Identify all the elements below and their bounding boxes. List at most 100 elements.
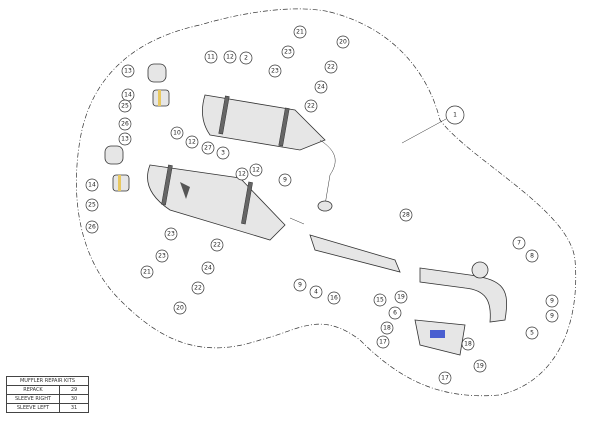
- callout-20: 20: [336, 35, 350, 49]
- callout-number: 12: [238, 171, 246, 178]
- callout-number: 9: [298, 282, 302, 289]
- callout-number: 12: [252, 167, 260, 174]
- callout-circle: [525, 249, 539, 263]
- callout-12: 12: [185, 135, 199, 149]
- callout-circle: [170, 126, 184, 140]
- callout-number: 12: [188, 139, 196, 146]
- assembly-boundary: [76, 8, 577, 397]
- callout-circle: [399, 208, 413, 222]
- callout-circle: [281, 45, 295, 59]
- callout-14: 14: [85, 178, 99, 192]
- callout-number: 6: [393, 310, 397, 317]
- callout-12: 12: [223, 50, 237, 64]
- callout-circle: [191, 281, 205, 295]
- callout-circle: [201, 141, 215, 155]
- callout-26: 26: [85, 220, 99, 234]
- callout-number: 28: [402, 212, 410, 219]
- muffler-left: [147, 164, 286, 241]
- callout-circle: [164, 227, 178, 241]
- callout-number: 26: [121, 121, 129, 128]
- callout-3: 3: [216, 146, 230, 160]
- callout-6: 6: [388, 306, 402, 320]
- callout-11: 11: [204, 50, 218, 64]
- callout-circle: [118, 117, 132, 131]
- callout-number: 20: [176, 305, 184, 312]
- callout-16: 16: [327, 291, 341, 305]
- callout-2: 2: [239, 51, 253, 65]
- callout-circle: [327, 291, 341, 305]
- akrapovic-logo: [180, 182, 190, 199]
- callout-circle: [223, 50, 237, 64]
- callout-circle: [336, 35, 350, 49]
- callout-13: 13: [118, 132, 132, 146]
- callout-23: 23: [155, 249, 169, 263]
- callout-number: 17: [379, 339, 387, 346]
- callout-circle: [118, 99, 132, 113]
- callout-circle: [85, 198, 99, 212]
- kit-number: 29: [59, 385, 89, 395]
- callout-circle: [376, 335, 390, 349]
- callout-12: 12: [249, 163, 263, 177]
- callout-number: 23: [167, 231, 175, 238]
- callout-23: 23: [268, 64, 282, 78]
- callout-number: 9: [550, 298, 554, 305]
- callout-23: 23: [281, 45, 295, 59]
- callout-number: 15: [376, 297, 384, 304]
- callout-26: 26: [118, 117, 132, 131]
- callout-number: 27: [204, 145, 212, 152]
- kit-label: SLEEVE RIGHT: [6, 394, 60, 404]
- callout-number: 22: [307, 103, 315, 110]
- callout-circle: [309, 285, 323, 299]
- callout-circle: [293, 25, 307, 39]
- callout-circle: [293, 278, 307, 292]
- callout-19: 19: [394, 290, 408, 304]
- callout-circle: [173, 301, 187, 315]
- callout-10: 10: [170, 126, 184, 140]
- callout-number: 17: [441, 375, 449, 382]
- callout-circle: [249, 163, 263, 177]
- callout-circle: [155, 249, 169, 263]
- callout-number: 12: [226, 54, 234, 61]
- callout-number: 21: [143, 269, 151, 276]
- callout-number: 22: [194, 285, 202, 292]
- callout-number: 25: [121, 103, 129, 110]
- callout-circle: [512, 236, 526, 250]
- callout-number: 5: [530, 330, 534, 337]
- kit-label: REPACK: [6, 385, 60, 395]
- callout-circle: [210, 238, 224, 252]
- callout-22: 22: [210, 238, 224, 252]
- callout-circle: [373, 293, 387, 307]
- callout-number: 19: [476, 363, 484, 370]
- callout-circle: [545, 294, 559, 308]
- callout-circle: [204, 50, 218, 64]
- callout-18: 18: [380, 321, 394, 335]
- callout-24: 24: [201, 261, 215, 275]
- callout-number: 14: [88, 182, 96, 189]
- callout-number: 3: [221, 150, 225, 157]
- callout-circle: [201, 261, 215, 275]
- callout-25: 25: [118, 99, 132, 113]
- muffler-right: [202, 94, 336, 212]
- callout-circle: [473, 359, 487, 373]
- callout-circle: [268, 64, 282, 78]
- callout-circle: [314, 80, 328, 94]
- callout-4: 4: [309, 285, 323, 299]
- callout-circle: [216, 146, 230, 160]
- callout-circle: [394, 290, 408, 304]
- callout-circle: [185, 135, 199, 149]
- callout-21: 21: [140, 265, 154, 279]
- callout-number: 23: [284, 49, 292, 56]
- callout-number: 16: [330, 295, 338, 302]
- callout-number: 23: [158, 253, 166, 260]
- callout-circle: [85, 220, 99, 234]
- callout-number: 22: [213, 242, 221, 249]
- callout-circle: [461, 337, 475, 351]
- callout-number: 25: [88, 202, 96, 209]
- callout-number: 14: [124, 92, 132, 99]
- callout-number: 24: [204, 265, 212, 272]
- callout-20: 20: [173, 301, 187, 315]
- callout-circle: [140, 265, 154, 279]
- callout-22: 22: [324, 60, 338, 74]
